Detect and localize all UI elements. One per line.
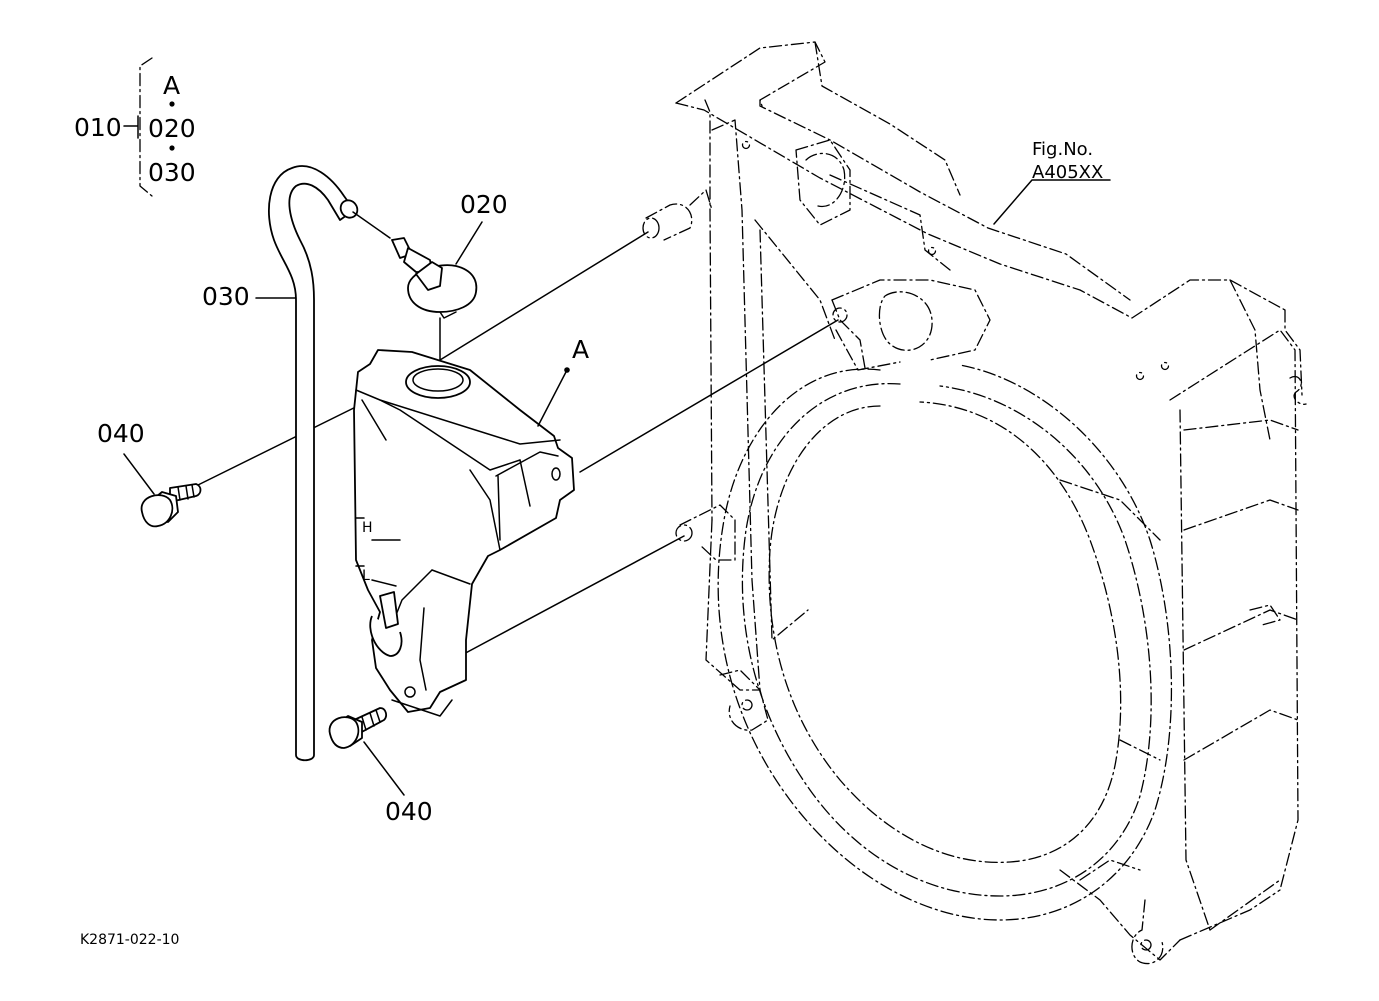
callout-040-bottom-label: 040 [385, 797, 433, 826]
callout-020-label: 020 [460, 190, 508, 219]
legend-item-a: A [163, 71, 180, 100]
drawing-code: K2871-022-10 [80, 932, 179, 948]
legend-dot [169, 145, 175, 151]
legend-dot [169, 101, 175, 107]
legend-bracket [139, 57, 153, 197]
reference-leader [993, 179, 1111, 225]
callout-040-left-label: 040 [97, 419, 145, 448]
legend-item-030: 030 [148, 158, 196, 187]
assembly-lines [197, 231, 839, 657]
callouts: 020 030 A 040 040 [97, 190, 589, 826]
callout-040-bottom-leader [363, 741, 405, 796]
overflow-hose [268, 165, 359, 762]
bolt-bottom [328, 707, 387, 749]
reservoir-cap [352, 211, 478, 319]
reference-fig-code: A405XX [1032, 162, 1103, 183]
legend-parent-label: 010 [74, 113, 122, 142]
legend-item-020: 020 [148, 114, 196, 143]
reference-fig-no: Fig.No. [1032, 139, 1093, 160]
callout-020-leader [455, 221, 483, 265]
callout-030-label: 030 [202, 282, 250, 311]
callout-a-label: A [572, 335, 589, 364]
legend-tie-line [123, 115, 139, 139]
callout-a-leader [537, 369, 568, 427]
tank-low-mark: L [362, 568, 370, 584]
fan-shroud-phantom [642, 41, 1307, 965]
callout-040-left-leader [123, 453, 155, 495]
parts-legend: 010 A 020 030 [74, 57, 196, 197]
bolt-left [140, 483, 202, 528]
reservoir-tank: H L [353, 349, 575, 717]
tank-high-mark: H [362, 520, 373, 536]
